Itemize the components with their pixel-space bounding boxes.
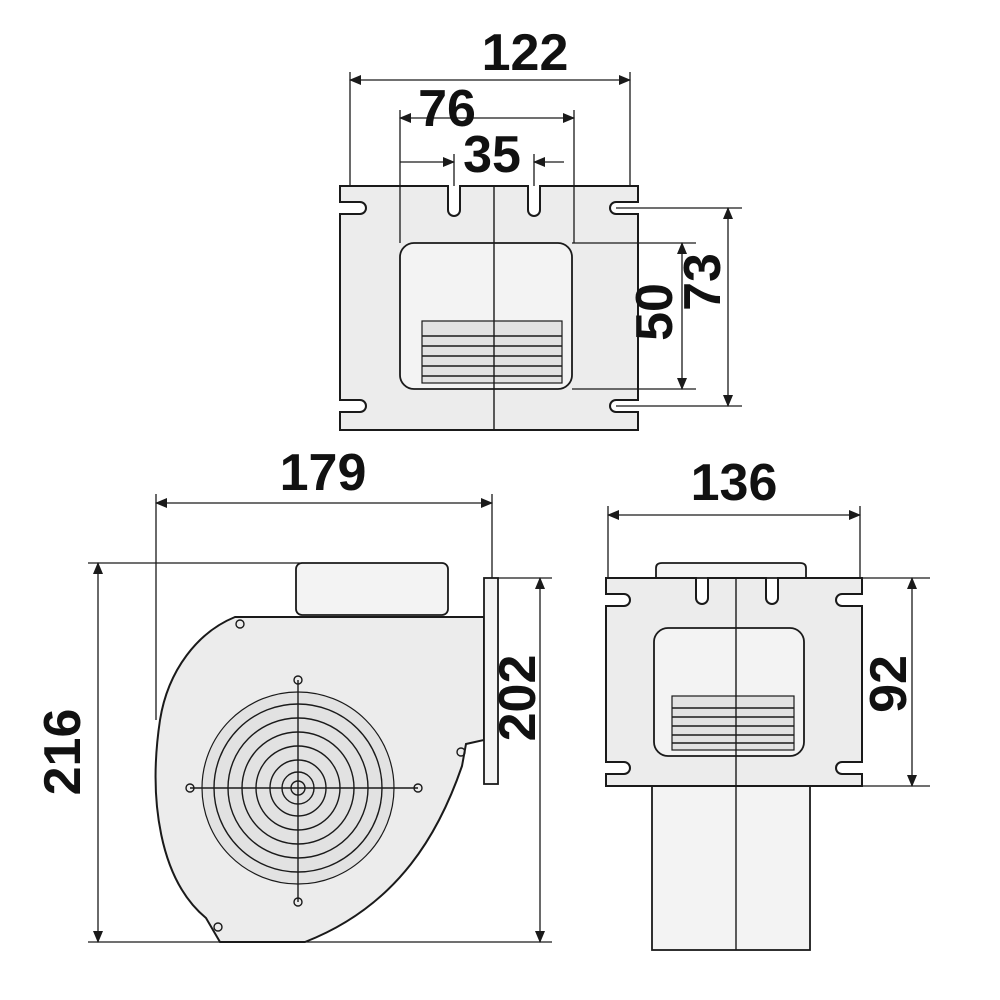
dim-50-label: 50 <box>626 283 684 341</box>
dim-73-label: 73 <box>674 253 732 311</box>
crosshair-end-icon <box>413 783 423 793</box>
side-view: 179 216 202 <box>34 444 552 943</box>
dim-92-label: 92 <box>860 655 918 713</box>
front-view-top-cap <box>655 562 807 579</box>
screw-icon <box>456 747 466 757</box>
screw-icon <box>235 619 245 629</box>
crosshair-end-icon <box>293 675 303 685</box>
screw-icon <box>213 922 223 932</box>
top-view: 122 76 35 50 73 <box>339 24 742 431</box>
dim-179-label: 179 <box>280 444 367 502</box>
dim-76-label: 76 <box>418 80 476 138</box>
top-view-grille-slats <box>422 335 562 377</box>
dim-122-label: 122 <box>482 24 569 82</box>
dim-35-label: 35 <box>463 126 521 184</box>
side-view-motor-cap <box>295 562 449 616</box>
dim-136-label: 136 <box>691 454 778 512</box>
top-view-grille <box>421 320 563 384</box>
front-view-grille-slats <box>672 707 794 744</box>
front-view-motor-body <box>651 785 811 951</box>
crosshair-end-icon <box>185 783 195 793</box>
front-view-grille <box>671 695 795 751</box>
dim-202-label: 202 <box>489 655 547 742</box>
dim-216-label: 216 <box>34 709 92 796</box>
side-view-flange <box>483 577 499 785</box>
front-view: 136 92 <box>605 454 930 951</box>
crosshair-end-icon <box>293 897 303 907</box>
